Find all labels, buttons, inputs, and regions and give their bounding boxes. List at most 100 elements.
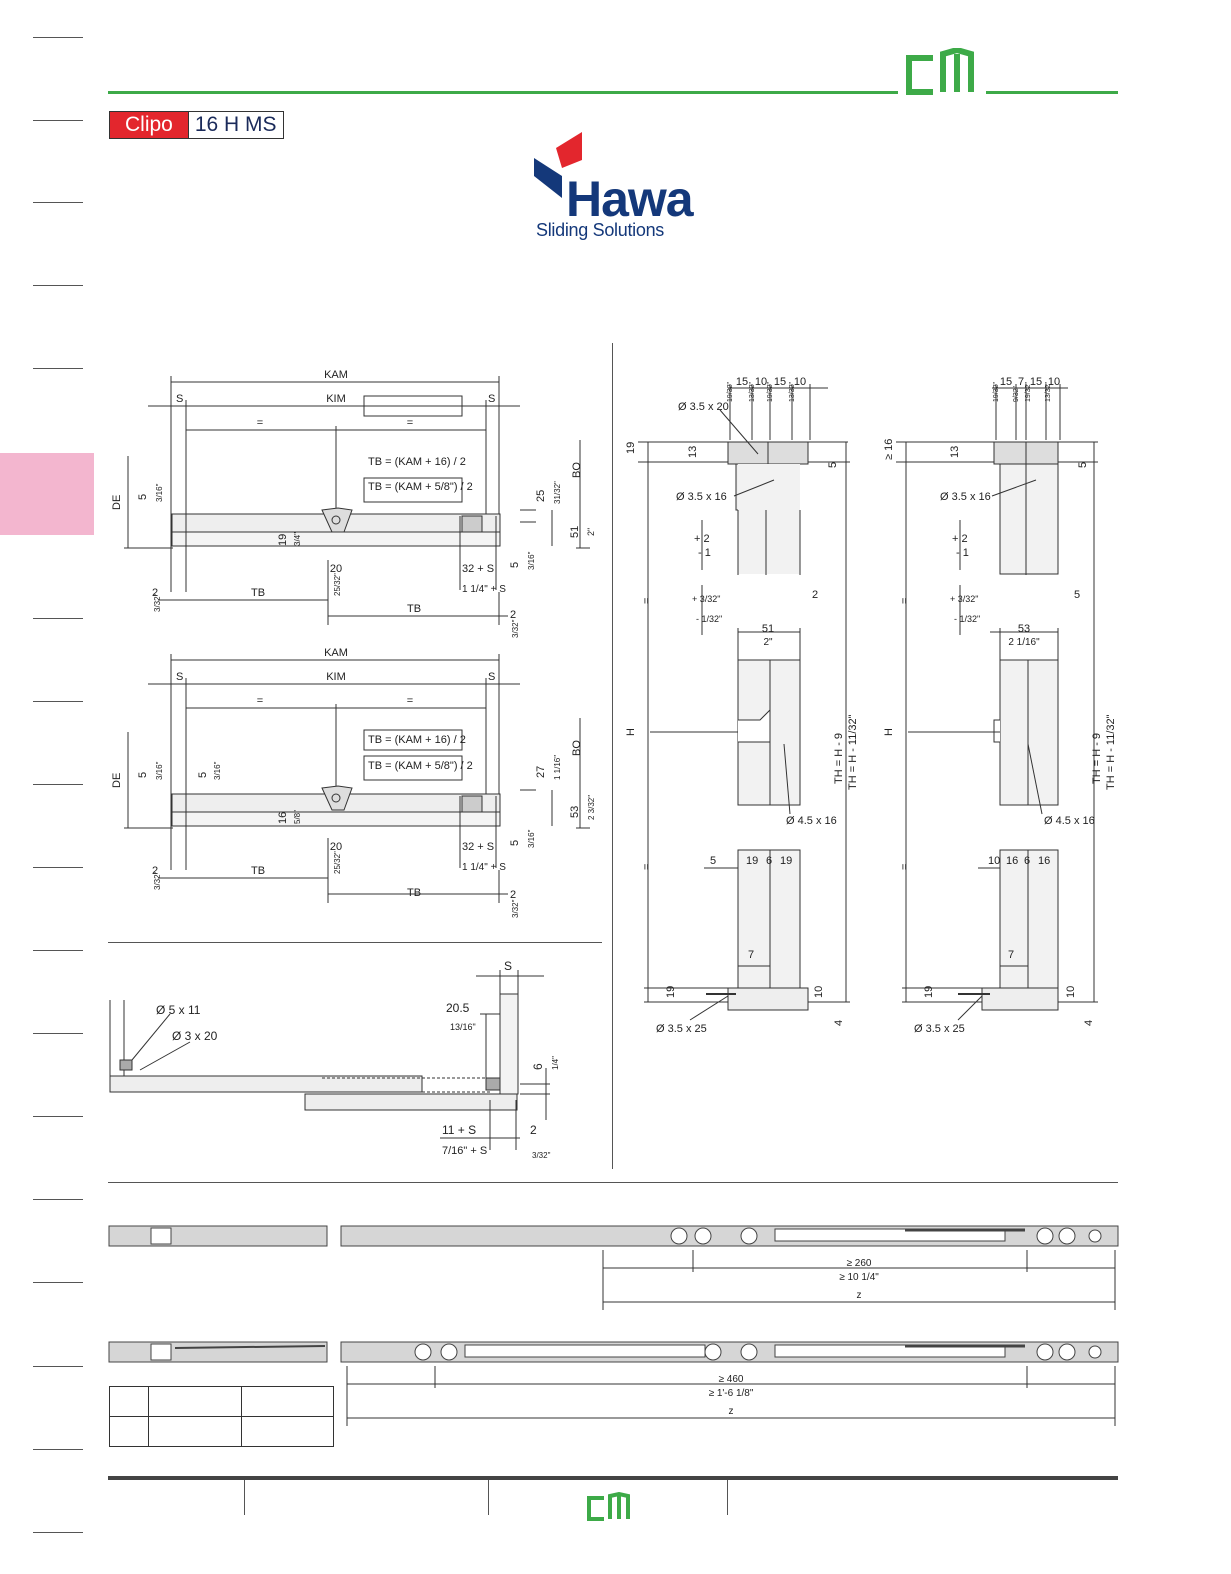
dim-19: 19 [625,442,637,454]
dim-h: H [625,728,637,736]
dim-5: 5 [509,840,521,846]
dim-s: S [176,671,183,683]
tolerance: - 1/32" [696,614,722,624]
dim-4: 4 [1083,1020,1095,1026]
footer-divider [488,1480,489,1515]
margin-tick [33,1449,83,1450]
tolerance: + 2 [952,533,968,545]
dim-kam: KAM [324,647,348,659]
rail-z: z [857,1290,862,1301]
dim-32s: 32 + S [462,841,494,853]
dim-th: TH = H - 9 [1091,733,1103,784]
cm-logo-icon [906,48,974,95]
dim-eq: = [899,864,911,870]
dim-th: TH = H - 11/32" [1105,714,1117,790]
rail-min: ≥ 460 [719,1374,744,1385]
dim-2-in: 3/32" [511,899,520,918]
screw-label: Ø 3 x 20 [172,1029,218,1043]
dim-eq: = [257,417,263,429]
tolerance: + 3/32" [692,594,720,604]
formula-2: TB = (KAM + 5/8") / 2 [368,481,473,493]
top-dim-in: 19/32" [993,381,1000,402]
dim-5: 5 [509,562,521,568]
dim-eq: = [641,598,653,604]
dim-bo: BO [571,462,583,478]
horizontal-divider [108,942,602,943]
badge-model: 16 H MS [187,112,283,138]
tolerance: - 1/32" [954,614,980,624]
header-rule [108,91,898,94]
dim-32s-in: 1 1/4" + S [462,584,506,595]
right-drawing-2: 15 7 15 10 19/32" 9/32" 19/32" 13/32" Ø … [883,376,1117,1035]
bottom-dim: 6 [766,855,772,867]
dim-32s-in: 1 1/4" + S [462,862,506,873]
dim-53-in: 2 3/32" [587,795,596,820]
dim-19: 19 [665,986,677,998]
dim-20: 20 [330,841,342,853]
dim-ge16: ≥ 16 [883,439,895,460]
dim-th: TH = H - 9 [833,733,845,784]
tolerance: + 3/32" [950,594,978,604]
dim-51: 51 [762,623,774,635]
dim-25-in: 31/32" [553,481,562,504]
table-cell [148,1416,242,1447]
dim-2: 2 [812,589,818,601]
margin-tick [33,1366,83,1367]
dim-13: 13 [687,446,699,458]
table-cell [109,1416,149,1447]
dim-2: 2 [510,609,516,621]
dim-eq: = [407,417,413,429]
spec-table [109,1386,334,1447]
dim-53: 53 [1018,623,1030,635]
mid-left-drawing: KAM KIM S S = = TB = (KAM + 16) / 2 TB =… [111,647,596,918]
dim-5: 5 [827,462,839,468]
dim-7: 7 [748,949,754,961]
margin-tick [33,701,83,702]
bottom-dim: 19 [746,855,758,867]
top-dim: 10 [794,376,806,388]
right-drawing-1: 15 10 15 10 19/32" 13/32" 19/32" 13/32" … [625,376,859,1035]
dim-32s: 32 + S [462,563,494,575]
top-dim-in: 13/32" [789,381,796,402]
chapter-tab[interactable] [0,453,94,535]
dim-s: S [504,959,512,973]
dim-tb: TB [407,603,421,615]
dim-5-in: 3/16" [213,761,222,780]
dim-th: TH = H - 11/32" [847,714,859,790]
formula-1: TB = (KAM + 16) / 2 [368,456,466,468]
margin-tick [33,618,83,619]
top-dim: 15 [774,376,786,388]
top-left-drawing: KAM KIM S S = = TB = (KAM + 16) / 2 TB =… [111,369,596,638]
dim-11s: 11 + S [442,1123,476,1137]
bottom-dim: 19 [780,855,792,867]
dim-6: 6 [531,1063,545,1070]
formula-1: TB = (KAM + 16) / 2 [368,734,466,746]
dim-2: 2 [152,865,158,877]
top-dim: 15 [1030,376,1042,388]
margin-tick [33,1033,83,1034]
margin-tick [33,202,83,203]
product-badge: Clipo 16 H MS [109,111,284,139]
top-dim-in: 19/32" [1025,381,1032,402]
margin-tick [33,1282,83,1283]
bottom-dim: 16 [1006,855,1018,867]
screw-label: Ø 3.5 x 16 [940,491,991,503]
dim-51-in: 2" [763,637,773,648]
dim-16-in: 5/8" [293,810,302,824]
dim-tb: TB [407,887,421,899]
top-dim-in: 19/32" [727,381,734,402]
dim-19: 19 [923,986,935,998]
cm-footer-logo-icon [587,1492,630,1521]
bottom-dim: 16 [1038,855,1050,867]
footer-divider [244,1480,245,1515]
bottom-dim: 6 [1024,855,1030,867]
hawa-tagline: Sliding Solutions [536,220,664,240]
dim-2: 2 [152,587,158,599]
screw-label: Ø 3.5 x 20 [678,401,729,413]
tolerance: - 1 [956,547,969,559]
dim-20: 20 [330,563,342,575]
margin-tick [33,120,83,121]
screw-label: Ø 5 x 11 [156,1003,201,1017]
horizontal-divider [108,1182,1118,1183]
table-cell [109,1386,149,1417]
